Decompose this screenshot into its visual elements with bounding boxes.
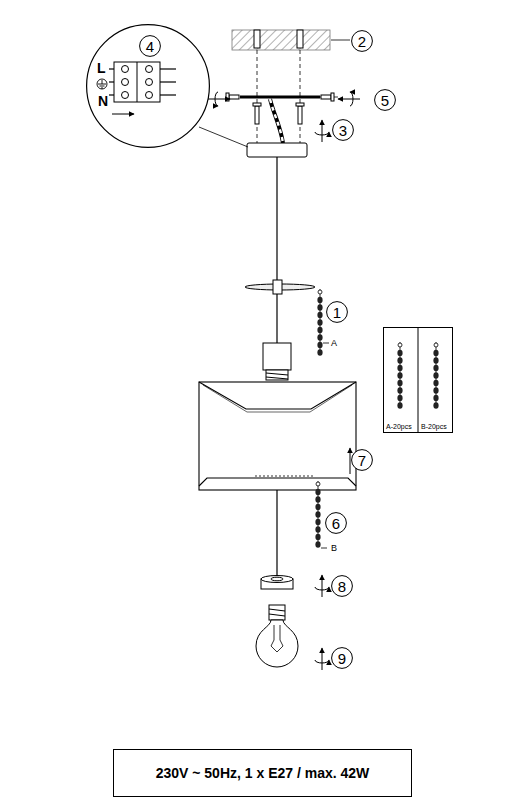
leader-line [323, 343, 329, 344]
leader-line [331, 40, 350, 41]
callout-circle: 4 [139, 35, 161, 57]
leader-line [199, 127, 248, 147]
wire-label: L [97, 61, 106, 75]
callout-circle: 9 [331, 647, 353, 669]
canopy [247, 143, 307, 157]
callout-number: 5 [381, 93, 389, 108]
circle-outline [326, 513, 347, 534]
terminal-block [114, 62, 160, 102]
part-letter: A [331, 339, 337, 348]
callout-number: 7 [358, 453, 366, 468]
earth-wire [270, 99, 283, 143]
earth-symbol [97, 79, 107, 89]
lamp-shade [199, 382, 356, 490]
parts-box: A-20pcs B-20pcs [383, 327, 453, 433]
chain [317, 289, 322, 356]
inset-circle: L N 4 [86, 24, 210, 148]
ceiling [232, 30, 330, 50]
chain [397, 342, 402, 409]
rotation-arrow [315, 575, 329, 597]
lamp-socket [263, 343, 291, 370]
insert-arrow [112, 114, 134, 115]
screw [226, 93, 334, 124]
part-count: A-20pcs [386, 423, 412, 430]
rotation-arrow [338, 92, 360, 106]
callout-number: 6 [332, 516, 340, 531]
cord [276, 157, 277, 343]
callout-number: 4 [146, 39, 154, 54]
earth-wire [270, 99, 283, 143]
callout-circle: 5 [374, 89, 396, 111]
callout-circle: 3 [332, 119, 354, 141]
callout-number: 3 [339, 123, 347, 138]
part-letter: B [331, 544, 337, 553]
parts-divider [418, 327, 419, 433]
rotation-arrow [208, 92, 230, 106]
shade-ring [261, 576, 293, 590]
circle-outline [140, 36, 161, 57]
leader-line [321, 548, 327, 549]
chain [433, 342, 438, 409]
callout-circle: 6 [325, 512, 347, 534]
ceiling-anchor [254, 30, 303, 48]
circle-outline [352, 450, 373, 471]
part-count: B-20pcs [421, 423, 447, 430]
spec-box: 230V ~ 50Hz, 1 x E27 / max. 42W [113, 749, 412, 797]
dashed-guide [226, 50, 338, 143]
circle-outline [332, 576, 353, 597]
callout-circle: 8 [331, 575, 353, 597]
mounting-bracket [240, 96, 320, 99]
callout-circle: 7 [351, 449, 373, 471]
assembly-arrow [350, 448, 351, 474]
circle-outline [352, 31, 373, 52]
cord [276, 490, 277, 578]
light-bulb [256, 605, 298, 667]
callout-circle: 1 [326, 301, 348, 323]
circle-outline [87, 25, 210, 148]
circle-outline [375, 90, 396, 111]
disc-tube [273, 280, 282, 294]
wire-label: N [98, 94, 108, 108]
callout-number: 1 [333, 305, 341, 320]
circle-outline [333, 120, 354, 141]
circle-outline [332, 648, 353, 669]
callout-circle: 2 [351, 30, 373, 52]
callout-number: 8 [338, 579, 346, 594]
circle-outline [327, 302, 348, 323]
chain [315, 481, 320, 548]
spec-text: 230V ~ 50Hz, 1 x E27 / max. 42W [156, 765, 370, 782]
callout-number: 2 [358, 34, 366, 49]
rotation-arrow [315, 648, 329, 670]
wire [109, 69, 176, 95]
callout-number: 9 [338, 651, 346, 666]
socket-thread [266, 370, 288, 380]
rotation-arrow [315, 120, 329, 142]
